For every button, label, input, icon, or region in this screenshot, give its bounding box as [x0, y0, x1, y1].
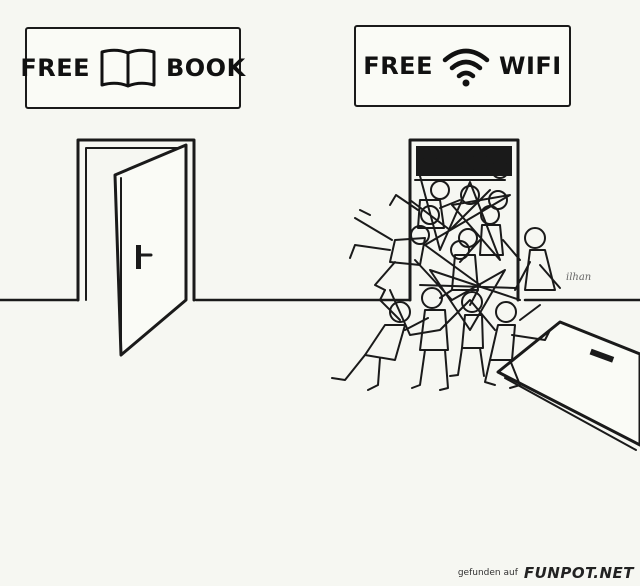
wifi-icon — [441, 44, 491, 88]
watermark: gefunden auf FUNPOT.NET — [458, 564, 634, 582]
free-book-sign: FREE BOOK — [20, 27, 245, 109]
right-doorway — [408, 138, 520, 302]
free-book-sign-word-free: FREE — [20, 54, 90, 82]
crowd-of-people — [331, 151, 561, 391]
artist-signature: ilhan — [566, 272, 592, 283]
free-wifi-sign-word-free: FREE — [363, 52, 433, 80]
watermark-brand: FUNPOT.NET — [523, 564, 634, 582]
book-icon — [98, 47, 158, 89]
free-wifi-sign-word-wifi: WIFI — [498, 52, 562, 80]
door-handle — [136, 245, 141, 269]
watermark-prefix: gefunden auf — [457, 568, 518, 578]
left-open-door — [113, 143, 188, 357]
left-door-frame — [76, 138, 196, 302]
free-book-sign-word-book: BOOK — [165, 54, 246, 82]
free-wifi-sign: FREE WIFI — [354, 25, 571, 107]
